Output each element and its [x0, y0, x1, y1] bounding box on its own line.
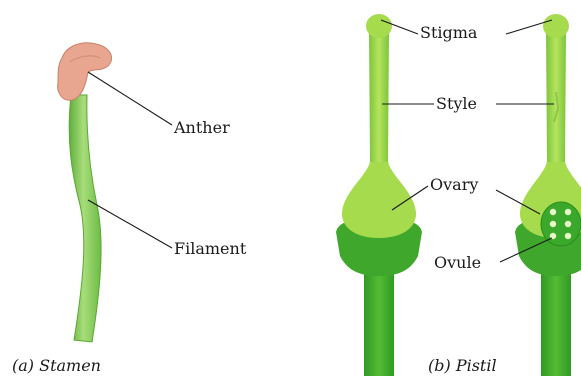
style-label: Style: [436, 94, 477, 113]
stamen: Anther Filament (a) Stamen: [12, 43, 247, 375]
ovary-label: Ovary: [430, 175, 478, 194]
pistil-right-stalk: [541, 270, 571, 376]
stigma-label: Stigma: [420, 23, 478, 42]
anther-shape: [58, 43, 112, 100]
filament-label: Filament: [174, 239, 247, 258]
pistil-left-style: [369, 30, 389, 162]
ovule: [550, 209, 556, 215]
stamen-caption: (a) Stamen: [12, 356, 101, 375]
anther-label: Anther: [173, 118, 230, 137]
ovule: [550, 221, 556, 227]
ovule-label: Ovule: [434, 253, 481, 272]
ovary-section: [541, 202, 581, 246]
pistil-caption: (b) Pistil: [428, 356, 497, 375]
pistil-left-stigma: [366, 14, 392, 38]
ovule: [565, 221, 571, 227]
ovule: [565, 233, 571, 239]
filament-shape: [69, 95, 101, 342]
pistil-right-stigma: [543, 14, 569, 38]
pistil-left-stalk: [364, 270, 394, 376]
pistil-left-ovary: [342, 158, 416, 238]
anther-leader: [88, 72, 172, 125]
pistil-right: [515, 14, 581, 376]
pistil-left: [336, 14, 422, 376]
ovule: [565, 209, 571, 215]
